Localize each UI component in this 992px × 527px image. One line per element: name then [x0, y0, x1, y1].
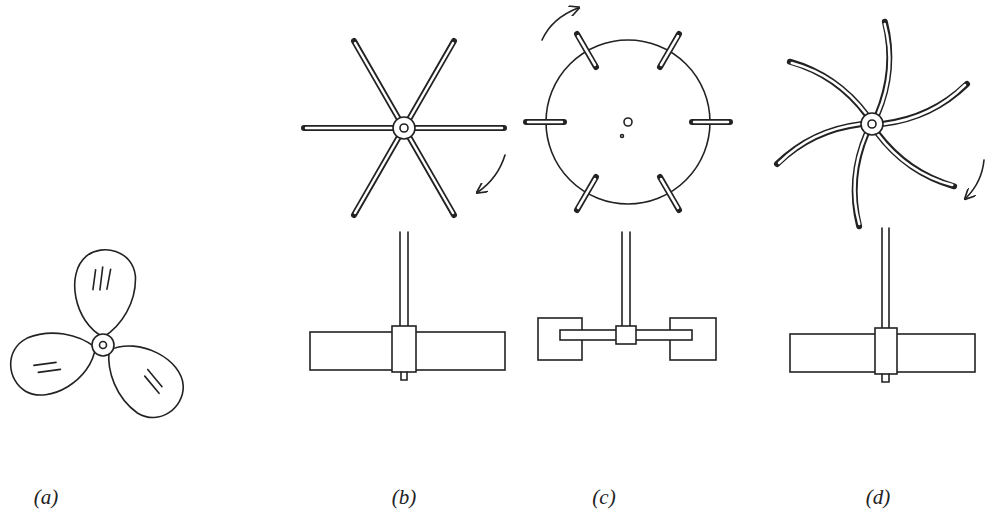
curved-blade-turbine-side-view	[790, 228, 975, 382]
flat-blade-turbine-side-view	[310, 232, 505, 380]
disk-turbine-side-view	[538, 232, 716, 360]
figure-label: (a)	[34, 487, 59, 508]
propeller-top-view	[3, 249, 196, 430]
rotation-arrow	[966, 160, 984, 198]
figure-label: (c)	[592, 487, 615, 508]
rotation-arrow	[478, 155, 505, 192]
disk-turbine-top-view	[526, 34, 730, 210]
figure-label: (b)	[392, 487, 417, 508]
curved-blade-turbine-top-view	[777, 22, 967, 227]
figure-label: (d)	[866, 487, 891, 508]
rotation-arrow	[542, 8, 578, 40]
flat-blade-turbine-top-view	[304, 41, 504, 215]
